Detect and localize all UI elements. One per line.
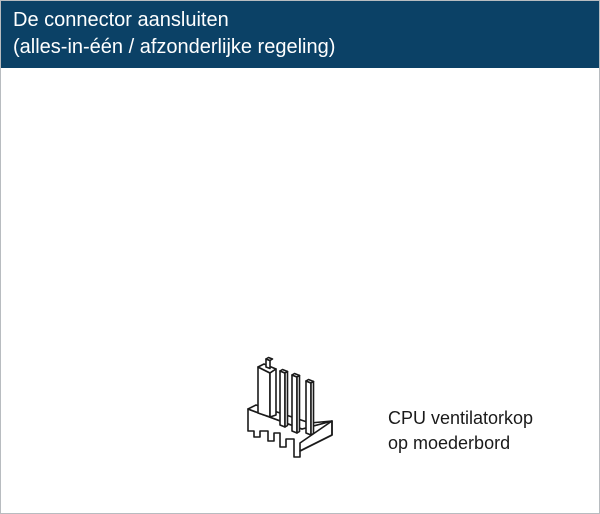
cpu-fan-connector-icon xyxy=(247,356,333,458)
caption-line-2: op moederbord xyxy=(388,433,511,453)
header-title-line-1: De connector aansluiten xyxy=(13,9,229,31)
connector-caption: CPU ventilatorkop op moederbord xyxy=(388,406,533,456)
section-header: De connector aansluiten (alles-in-één / … xyxy=(1,1,599,68)
header-title-line-2: (alles-in-één / afzonderlijke regeling) xyxy=(13,36,336,58)
caption-line-1: CPU ventilatorkop xyxy=(388,408,534,428)
